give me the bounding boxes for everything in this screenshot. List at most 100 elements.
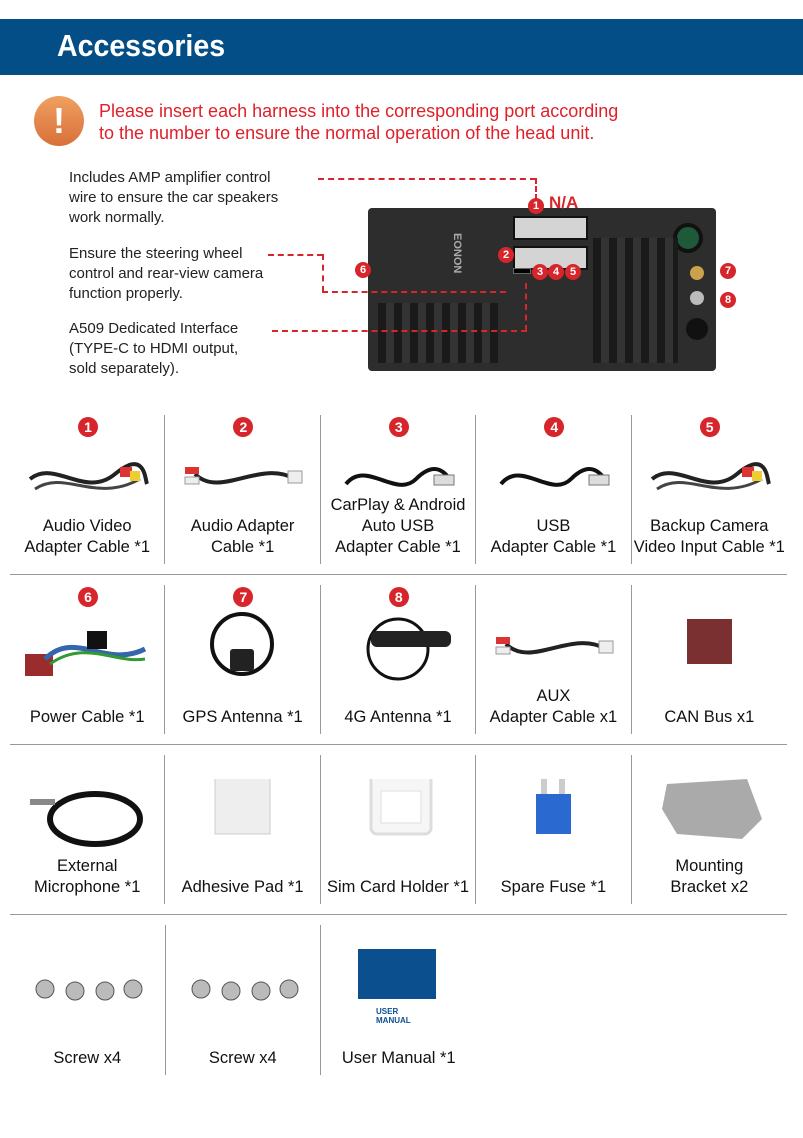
accessory-label: Adhesive Pad *1	[181, 878, 304, 896]
rca-cable-icon	[180, 439, 305, 514]
port-badge-4: 4	[548, 264, 564, 280]
accessory-item: USER MANUAL User Manual *1	[321, 925, 477, 1075]
screw-icon	[181, 949, 306, 1024]
accessory-label: Mounting Bracket x2	[670, 857, 749, 896]
leader-line	[525, 283, 527, 331]
note-steering: Ensure the steering wheel control and re…	[69, 245, 264, 302]
accessory-label: Screw x4	[208, 1049, 277, 1067]
accessory-label: External Microphone *1	[34, 857, 141, 896]
accessory-label: CAN Bus x1	[664, 708, 755, 726]
accessory-label: CarPlay & Android Auto USB Adapter Cable…	[330, 496, 466, 556]
port-badge-3: 3	[532, 264, 548, 280]
cable-icon	[647, 439, 772, 514]
leader-line	[322, 291, 506, 293]
accessory-row: Screw x4 Screw x4 USER MANUAL User Manual *…	[10, 925, 787, 1085]
accessory-item: Screw x4	[10, 925, 166, 1075]
accessory-item: Screw x4	[166, 925, 321, 1075]
number-badge: 6	[78, 587, 98, 607]
accessory-label: AUX Adapter Cable x1	[489, 687, 618, 726]
pad-icon	[180, 768, 305, 854]
port-badge-7: 7	[720, 263, 736, 279]
note-interface: A509 Dedicated Interface (TYPE-C to HDMI…	[69, 320, 239, 377]
port-badge-6: 6	[355, 262, 371, 278]
usb-c-port	[513, 268, 531, 274]
number-badge: 3	[388, 417, 409, 437]
accessory-label: Backup Camera Video Input Cable *1	[633, 517, 785, 556]
port-1	[513, 216, 588, 240]
manual-icon: USER MANUAL	[336, 939, 461, 1029]
gps-icon	[180, 609, 305, 684]
accessory-label: Screw x4	[53, 1049, 122, 1067]
number-badge: 4	[544, 417, 565, 437]
number-badge: 5	[699, 417, 720, 437]
leader-line	[268, 254, 323, 256]
head-unit-rear-panel: EONON	[368, 208, 716, 371]
screw-icon	[25, 949, 150, 1024]
mic-icon	[25, 779, 150, 854]
manual-cover-title: USER MANUAL	[376, 1007, 411, 1025]
number-badge: 7	[233, 587, 254, 607]
accessory-item: CAN Bus x1	[632, 585, 787, 734]
accessory-label: Power Cable *1	[29, 708, 145, 726]
accessory-label: GPS Antenna *1	[182, 708, 303, 726]
number-badge: 1	[78, 417, 98, 437]
accessory-item: Sim Card Holder *1	[321, 755, 477, 904]
leader-line	[318, 178, 536, 180]
port-badge-1: 1	[528, 198, 544, 214]
accessory-item: External Microphone *1	[10, 755, 166, 904]
port-badge-5: 5	[565, 264, 581, 280]
note-amp: Includes AMP amplifier control wire to e…	[69, 169, 279, 226]
vent	[378, 303, 498, 363]
accessory-item: Spare Fuse *1	[476, 755, 632, 904]
warning-text: Please insert each harness into the corr…	[99, 101, 619, 143]
usb-cable-icon	[336, 439, 461, 514]
rca-cable-icon	[491, 609, 616, 684]
cable-icon	[25, 439, 150, 514]
accessory-label: 4G Antenna *1	[344, 708, 452, 726]
4g-port	[690, 291, 704, 305]
accessory-row: External Microphone *1 Adhesive Pad *1 Sim…	[10, 755, 787, 915]
accessory-label: Sim Card Holder *1	[326, 878, 470, 896]
bracket-icon	[647, 779, 772, 854]
accessory-item: Adhesive Pad *1	[165, 755, 321, 904]
accessory-item: Mounting Bracket x2	[632, 755, 787, 904]
accessory-label: Spare Fuse *1	[500, 878, 607, 896]
usb-cable-icon	[491, 439, 616, 514]
gps-port	[690, 266, 704, 280]
accessory-label: Audio Adapter Cable *1	[190, 517, 295, 556]
page-title: Accessories	[57, 28, 226, 63]
accessory-label: Audio Video Adapter Cable *1	[24, 517, 151, 556]
port-badge-2: 2	[498, 247, 514, 263]
number-badge: 8	[388, 587, 409, 607]
accessory-label: User Manual *1	[341, 1049, 456, 1067]
na-label: N/A	[549, 193, 579, 212]
antenna-icon	[336, 609, 461, 684]
wifi-port	[686, 318, 708, 340]
accessory-item: AUX Adapter Cable x1	[476, 585, 632, 734]
port-badge-8: 8	[720, 292, 736, 308]
brand-logo: EONON	[451, 233, 463, 274]
harness-icon	[25, 609, 150, 684]
sim-icon	[336, 772, 461, 854]
accessory-label: USB Adapter Cable *1	[490, 517, 617, 556]
leader-line	[322, 254, 324, 292]
header-banner: Accessories	[0, 19, 803, 75]
leader-line	[272, 330, 527, 332]
vent	[593, 238, 678, 363]
number-badge: 2	[233, 417, 254, 437]
fuse-icon	[491, 769, 616, 854]
leader-line	[535, 178, 537, 200]
warning-icon: !	[34, 96, 84, 146]
canbus-icon	[647, 609, 772, 684]
accessory-item: 8 4G Antenna *1	[321, 585, 477, 734]
